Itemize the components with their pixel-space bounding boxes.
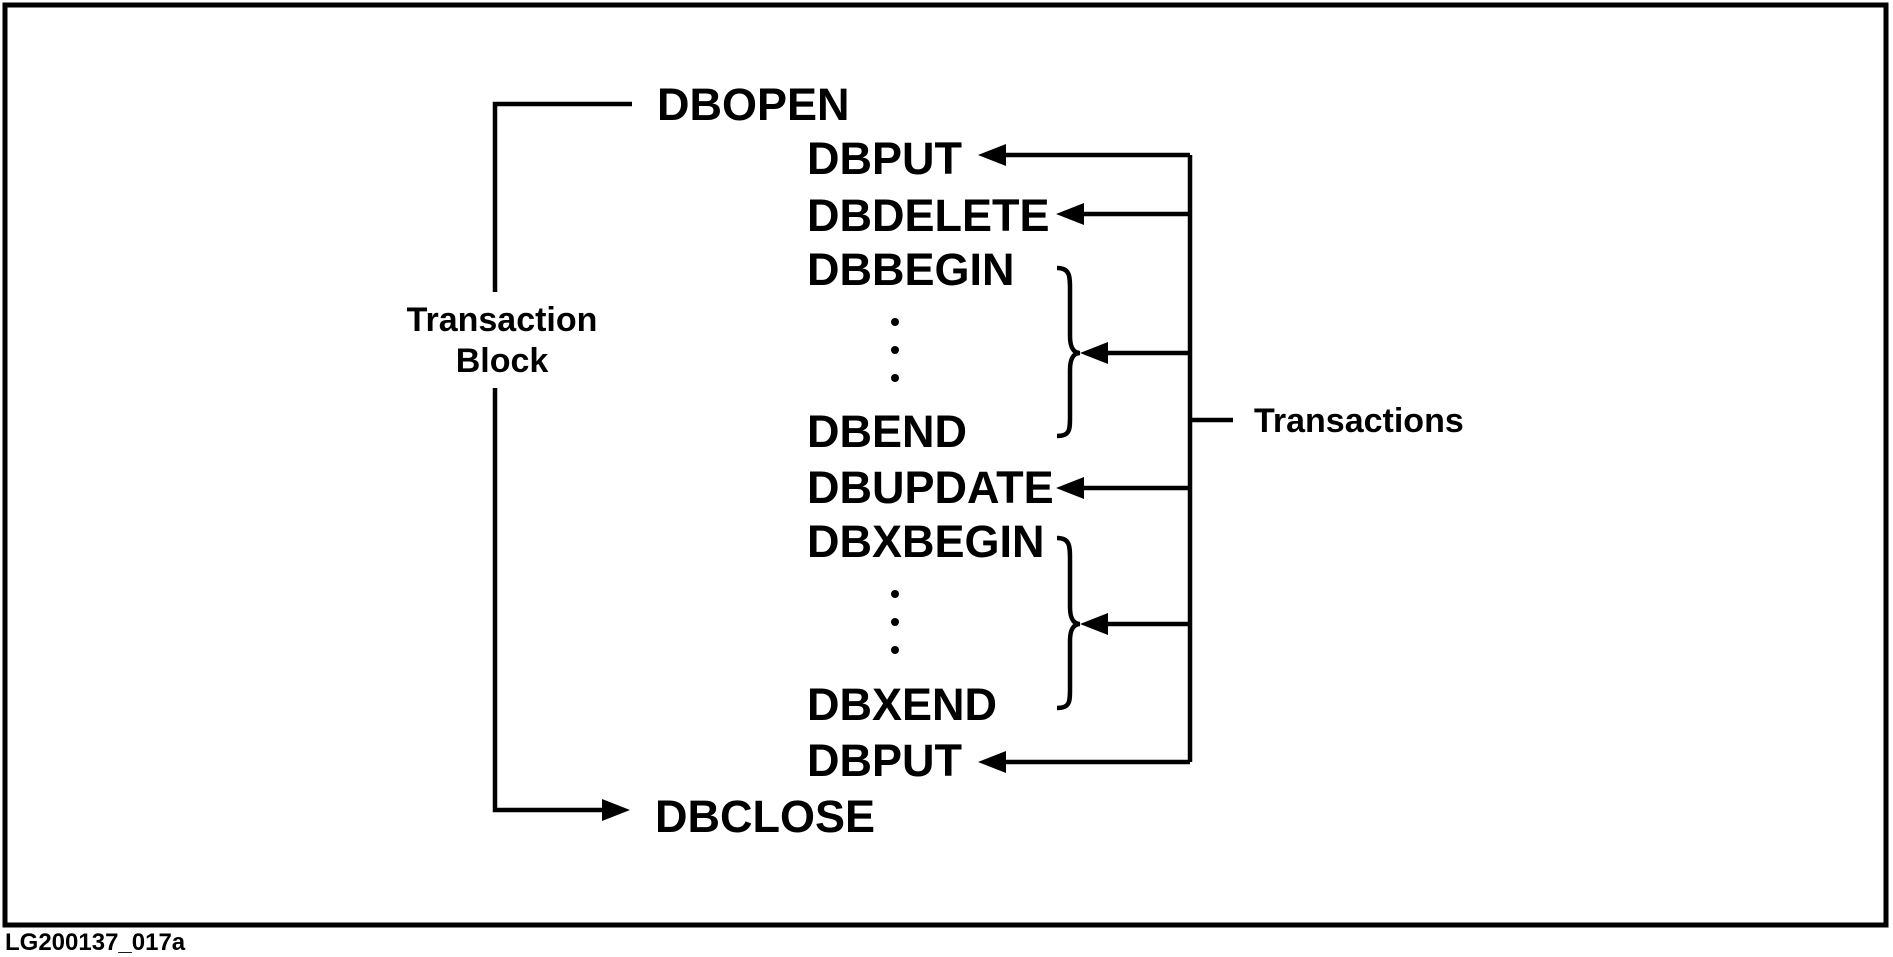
ellipsis-dot (891, 590, 899, 598)
transactions-label: Transactions (1254, 402, 1464, 440)
call-dbput-1: DBPUT (807, 133, 962, 184)
dbbegin-dbend-brace (1056, 265, 1081, 439)
figure-frame (2, 2, 1889, 928)
transaction-block-label-line2: Block (456, 342, 549, 380)
ellipsis-dot (891, 318, 899, 326)
call-dbbegin: DBBEGIN (807, 244, 1015, 295)
call-dbclose: DBCLOSE (655, 791, 875, 842)
dbput-2-arrowhead (978, 751, 1006, 773)
dbxbegin-dbxend-brace (1056, 535, 1081, 711)
dbput-1-arrowhead (978, 144, 1006, 166)
ellipsis-dot (891, 374, 899, 382)
call-dbend: DBEND (807, 406, 967, 457)
call-dbdelete: DBDELETE (807, 190, 1050, 241)
call-dbxbegin: DBXBEGIN (807, 516, 1045, 567)
dbbegin-group-arrowhead (1080, 342, 1108, 364)
dbclose-arrowhead (602, 799, 630, 821)
call-dbopen: DBOPEN (657, 79, 850, 130)
ellipsis-dot (891, 646, 899, 654)
call-dbxend: DBXEND (807, 679, 997, 730)
figure-id: LG200137_017a (5, 929, 186, 956)
transaction-block-bracket-top (492, 101, 632, 292)
call-dbput-2: DBPUT (807, 735, 962, 786)
transaction-block-label-line1: Transaction (407, 301, 598, 339)
ellipsis-dot (891, 346, 899, 354)
dbdelete-arrowhead (1056, 203, 1084, 225)
ellipsis-dot (891, 618, 899, 626)
transaction-block-bracket-bottom (492, 388, 605, 813)
dbupdate-arrowhead (1056, 477, 1084, 499)
call-dbupdate: DBUPDATE (807, 462, 1054, 513)
dbxbegin-group-arrowhead (1080, 613, 1108, 635)
